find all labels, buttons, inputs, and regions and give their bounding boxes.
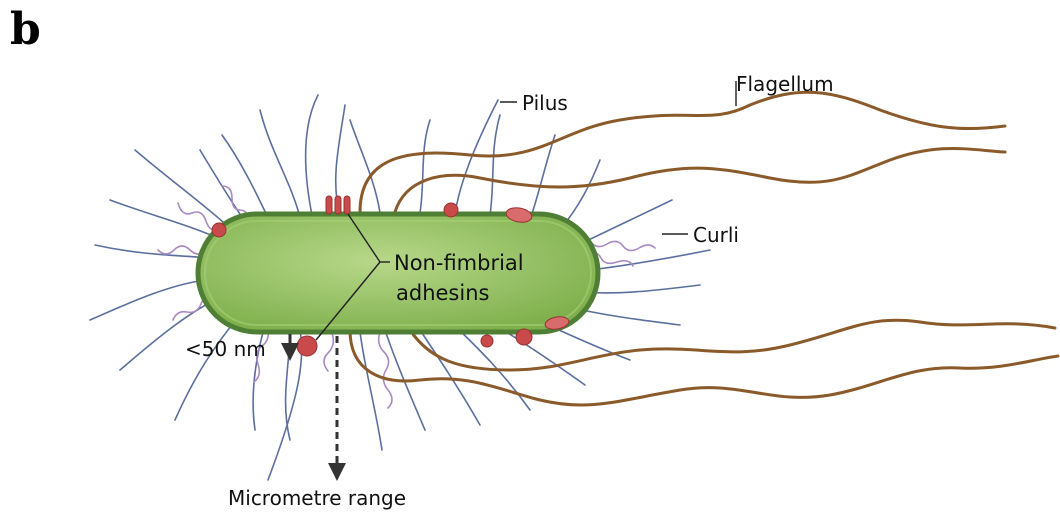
pilus-label: Pilus — [522, 91, 568, 115]
curli-label: Curli — [693, 223, 739, 247]
adhesins-label-line1: Non-fimbrial — [394, 251, 524, 275]
adhesins-label-line2: adhesins — [396, 281, 489, 305]
panel-letter: b — [10, 4, 41, 55]
flagellum-label: Flagellum — [736, 72, 834, 96]
short-range-label: <50 nm — [185, 337, 266, 361]
micrometre-range-label: Micrometre range — [228, 486, 406, 510]
